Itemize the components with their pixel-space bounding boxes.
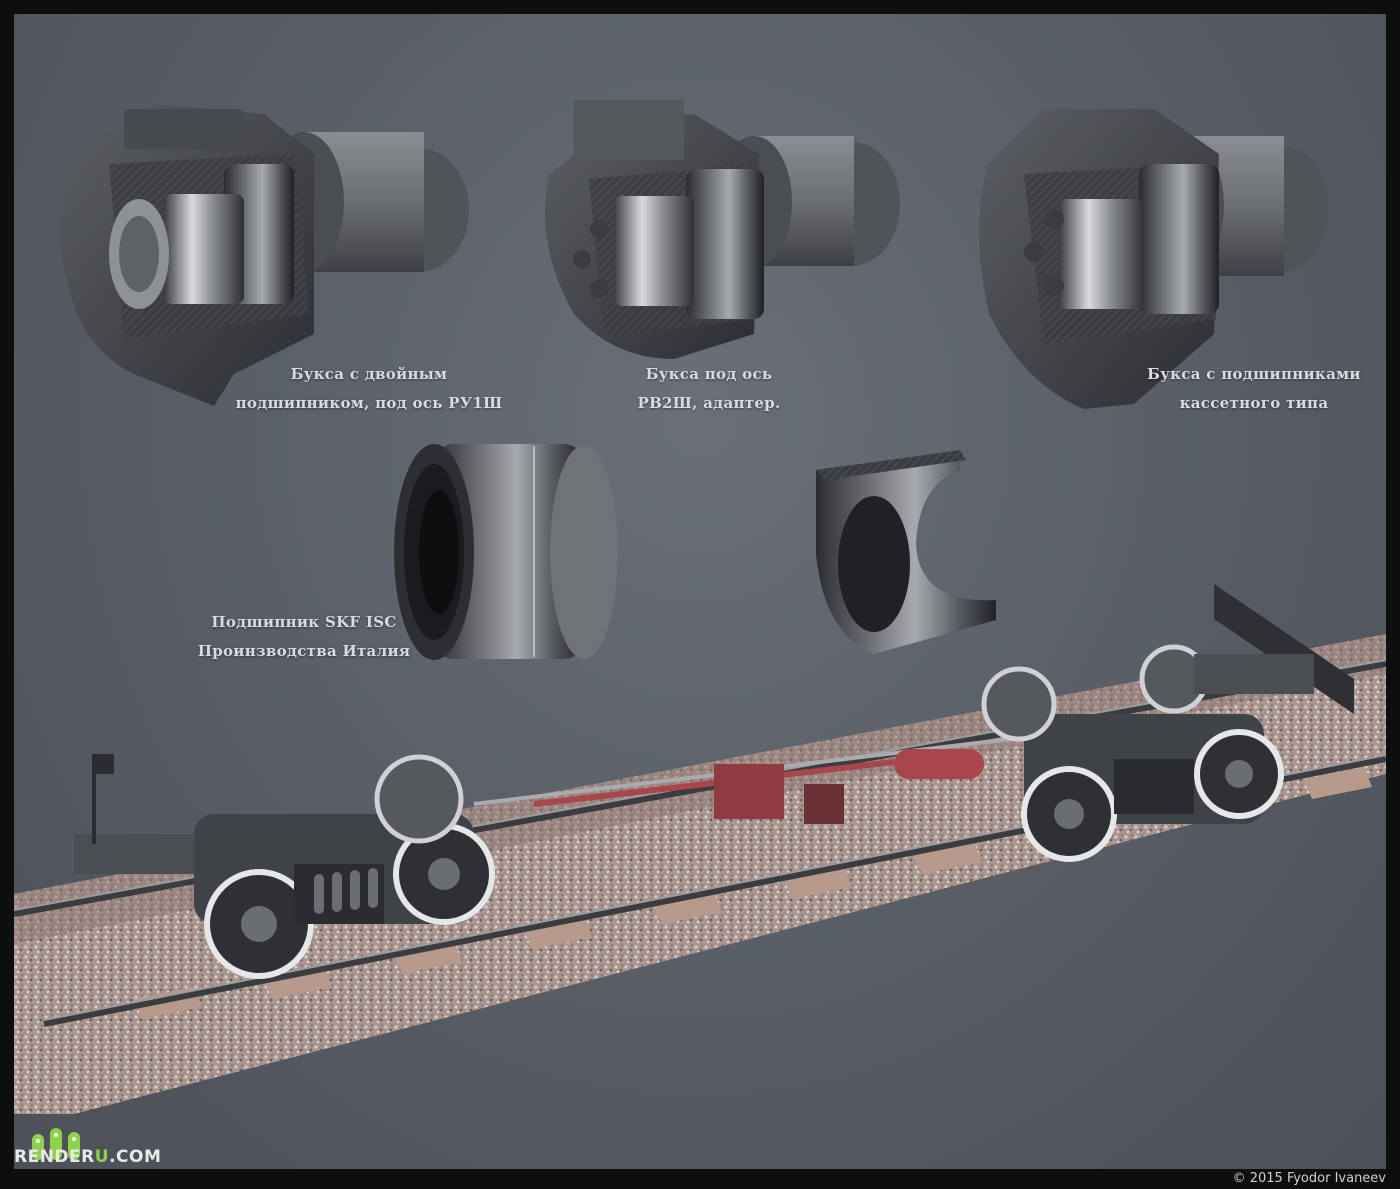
axlebox-cassette [979,109,1329,409]
railway-track-assembly [14,584,1386,1114]
bogie-left [74,754,495,979]
caption-axlebox-double-bearing: Букса с двойным подшипником, под ось РУ1… [214,360,524,418]
render-illustration [14,100,1386,1160]
skf-bearing [394,444,618,660]
copyright-text: © 2015 Fyodor Ivaneev [1232,1171,1386,1186]
caption-line: Букса с подшипниками [1147,365,1361,383]
logo-accent: U [94,1147,110,1167]
caption-line: Букса под ось [645,365,773,383]
caption-skf-bearing: Подшипник SKF ISC Проинзводства Италия [179,608,429,666]
bearing-half-shell [816,450,996,654]
renderu-logo-icon [32,1128,80,1160]
caption-line: Проинзводства Италия [197,642,411,660]
caption-axlebox-adapter: Букса под ось РВ2Ш, адаптер. [609,360,809,418]
caption-line: Букса с двойным [290,365,448,383]
caption-line: РВ2Ш, адаптер. [637,394,781,412]
caption-line: Подшипник SKF ISC [211,613,397,631]
caption-line: кассетного типа [1179,394,1329,412]
footer-bar: © 2015 Fyodor Ivaneev [0,1169,1400,1189]
caption-line: подшипником, под ось РУ1Ш [235,394,503,412]
logo-suffix: .COM [109,1147,162,1167]
axlebox-double-bearing [59,104,469,406]
axlebox-adapter [544,100,900,359]
logo-prefix: RENDER [14,1147,95,1167]
bogie-right [981,584,1354,862]
renderu-logo[interactable]: RENDERU.COM [14,1147,161,1167]
caption-axlebox-cassette: Букса с подшипниками кассетного типа [1134,360,1374,418]
render-canvas: Букса с двойным подшипником, под ось РУ1… [14,14,1386,1169]
